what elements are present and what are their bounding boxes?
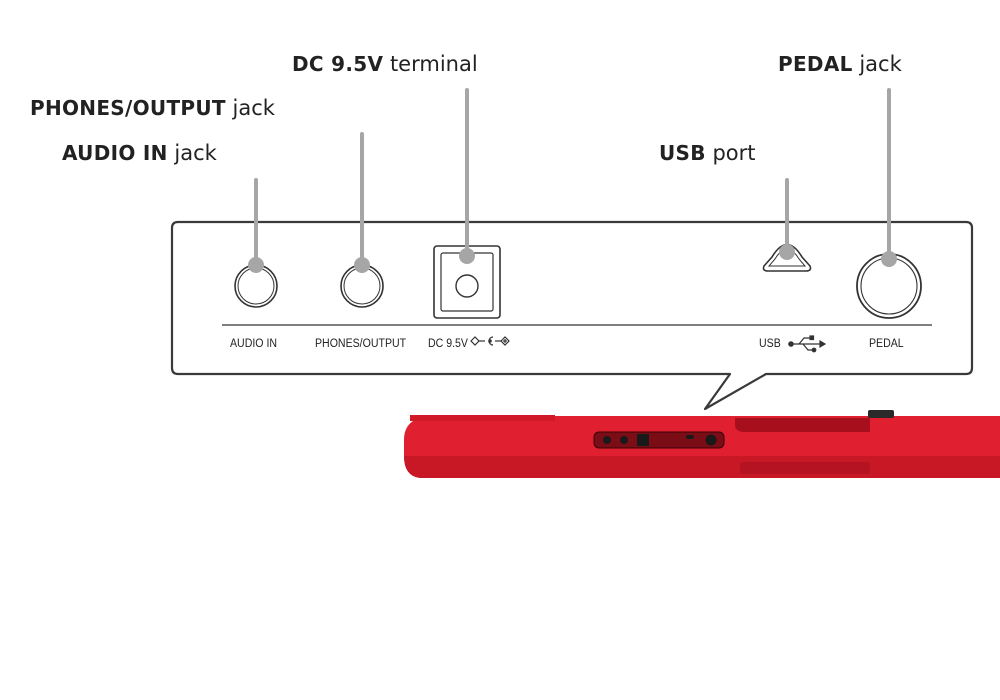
usb-icon (788, 335, 827, 353)
dc-callout-bold: DC 9.5V (292, 52, 384, 76)
leader-lines (254, 88, 891, 264)
audio-callout-bold: AUDIO IN (62, 141, 168, 165)
pedal-callout-bold: PEDAL (778, 52, 853, 76)
keyboard-side-view (404, 410, 1000, 478)
phones-callout-rest: jack (225, 96, 275, 120)
leader-dots (248, 244, 897, 273)
panel-label-dc: DC 9.5V (428, 338, 468, 350)
usb-callout-rest: port (705, 141, 756, 165)
dc-terminal-callout: DC 9.5V terminal (292, 54, 478, 75)
dc-polarity-icon (470, 336, 510, 346)
panel-label-usb: USB (759, 338, 781, 350)
panel-label-audio-in: AUDIO IN (230, 338, 278, 350)
pedal-callout-rest: jack (852, 52, 902, 76)
dc-callout-rest: terminal (383, 52, 478, 76)
phones-output-callout: PHONES/OUTPUT jack (30, 98, 275, 119)
usb-port-callout: USB port (659, 143, 756, 164)
phones-callout-bold: PHONES/OUTPUT (30, 96, 226, 120)
panel-label-pedal: PEDAL (869, 338, 904, 350)
pedal-jack-callout: PEDAL jack (778, 54, 902, 75)
panel-label-phones-output: PHONES/OUTPUT (315, 338, 407, 350)
usb-callout-bold: USB (659, 141, 706, 165)
audio-in-callout: AUDIO IN jack (62, 143, 217, 164)
callout-panel (170, 220, 974, 411)
audio-callout-rest: jack (167, 141, 217, 165)
